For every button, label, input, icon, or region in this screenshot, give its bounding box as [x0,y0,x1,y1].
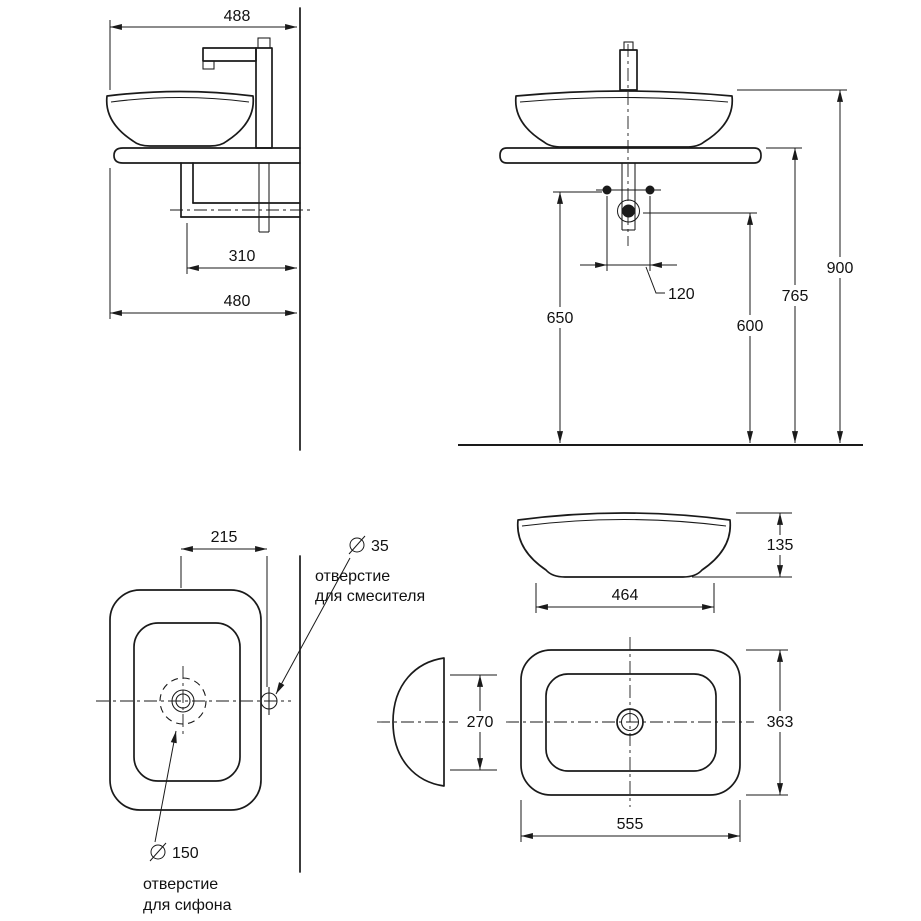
diameter-symbol-siphon [149,842,167,862]
supply-point-right [645,185,655,195]
dim-215-label: 215 [211,529,238,546]
mixer-hole-label-line1: отверстие [315,568,390,585]
dim-270-label: 270 [467,714,494,731]
label-mask [459,711,501,732]
dim-765-label: 765 [782,288,809,305]
faucet-spout-tip [202,60,215,70]
dim-650-label: 650 [547,310,574,327]
siphon-hole-label-line1: отверстие [143,876,218,893]
drain-ring-outer [171,689,195,713]
label-mask [730,315,771,336]
dim-120-label: 120 [668,286,695,303]
supply-point-left [602,185,612,195]
bowl-side-profile [392,657,445,787]
basin-plan-inner [545,673,717,772]
dim-488-label: 488 [224,8,251,25]
label-mask [540,307,581,328]
dim-765: 765 [766,147,816,443]
dim-464-label: 464 [612,587,639,604]
dim-215: 215 [180,529,268,687]
dim-900-label: 900 [827,260,854,277]
drain-pipe-side [170,162,312,218]
dim-555-label: 555 [617,816,644,833]
label-mask [759,711,801,732]
siphon-hole-callout: 150 отверстие для сифона [143,730,232,914]
view-plan-right: 270 363 555 [377,637,801,842]
faucet-riser [255,47,273,149]
diameter-symbol-circle [150,844,166,860]
leader-line [645,266,665,294]
dim-120: 120 [580,196,695,303]
dim-363-label: 363 [767,714,794,731]
dim-310: 310 [186,223,297,274]
drain-outlet-dot [622,204,635,218]
leader-line [275,557,351,695]
dim-464: 464 [535,583,715,613]
basin-plan-inner [133,622,241,782]
plumbing-front [596,163,661,231]
siphon-hole-dashed [159,677,207,725]
bowl-outline [516,512,732,578]
dim-363: 363 [746,649,801,796]
mixer-hole-diameter-value: 35 [371,538,389,555]
view-bowl-front: 135 464 [516,512,801,613]
dim-488: 488 [109,8,297,90]
drain-outlet-ring [617,199,640,223]
faucet-lever [623,41,634,51]
dim-270: 270 [450,674,501,771]
diameter-symbol-mixer [348,535,366,555]
bowl-inner-rim [521,519,727,527]
basin-plan-outer [520,649,741,796]
label-mask [775,285,816,306]
view-plan-left: 215 35 отверстие для смесителя [96,529,425,914]
basin-side-outline [105,90,255,147]
dim-600-label: 600 [737,318,764,335]
siphon-hole-label-line2: для сифона [143,897,232,914]
basin-side-inner-rim [110,96,250,103]
dim-600: 600 [643,212,771,443]
diameter-symbol-slash [348,535,366,555]
view-side: 488 310 480 [105,7,312,451]
faucet-front [619,41,638,91]
label-mask [759,535,801,555]
dim-310-label: 310 [229,248,256,265]
label-mask [820,257,861,278]
drain-ring-inner [175,693,191,709]
dim-135: 135 [692,512,801,578]
dim-555: 555 [520,800,741,842]
dim-900: 900 [737,89,861,443]
faucet-side [202,37,273,233]
dim-135-label: 135 [767,537,794,554]
diameter-symbol-slash [149,842,167,862]
faucet-body [619,49,638,91]
leader-line [154,730,177,843]
counter-side [113,147,301,164]
drain-ring-inner [620,712,640,732]
basin-front-outline [514,90,734,148]
dim-650: 650 [540,191,602,443]
dim-480: 480 [109,168,297,319]
view-front: 120 650 600 765 900 [458,41,863,446]
faucet-spout [202,47,257,62]
siphon-hole-diameter-value: 150 [172,845,199,862]
drain-ring-outer [616,708,644,736]
counter-front [499,147,762,164]
mixer-hole-callout: 35 отверстие для смесителя [275,535,425,695]
faucet-lever [257,37,271,49]
basin-front-inner-rim [519,96,729,103]
mixer-hole-label-line2: для смесителя [315,588,425,605]
diameter-symbol-circle [349,537,365,553]
dim-480-label: 480 [224,293,251,310]
